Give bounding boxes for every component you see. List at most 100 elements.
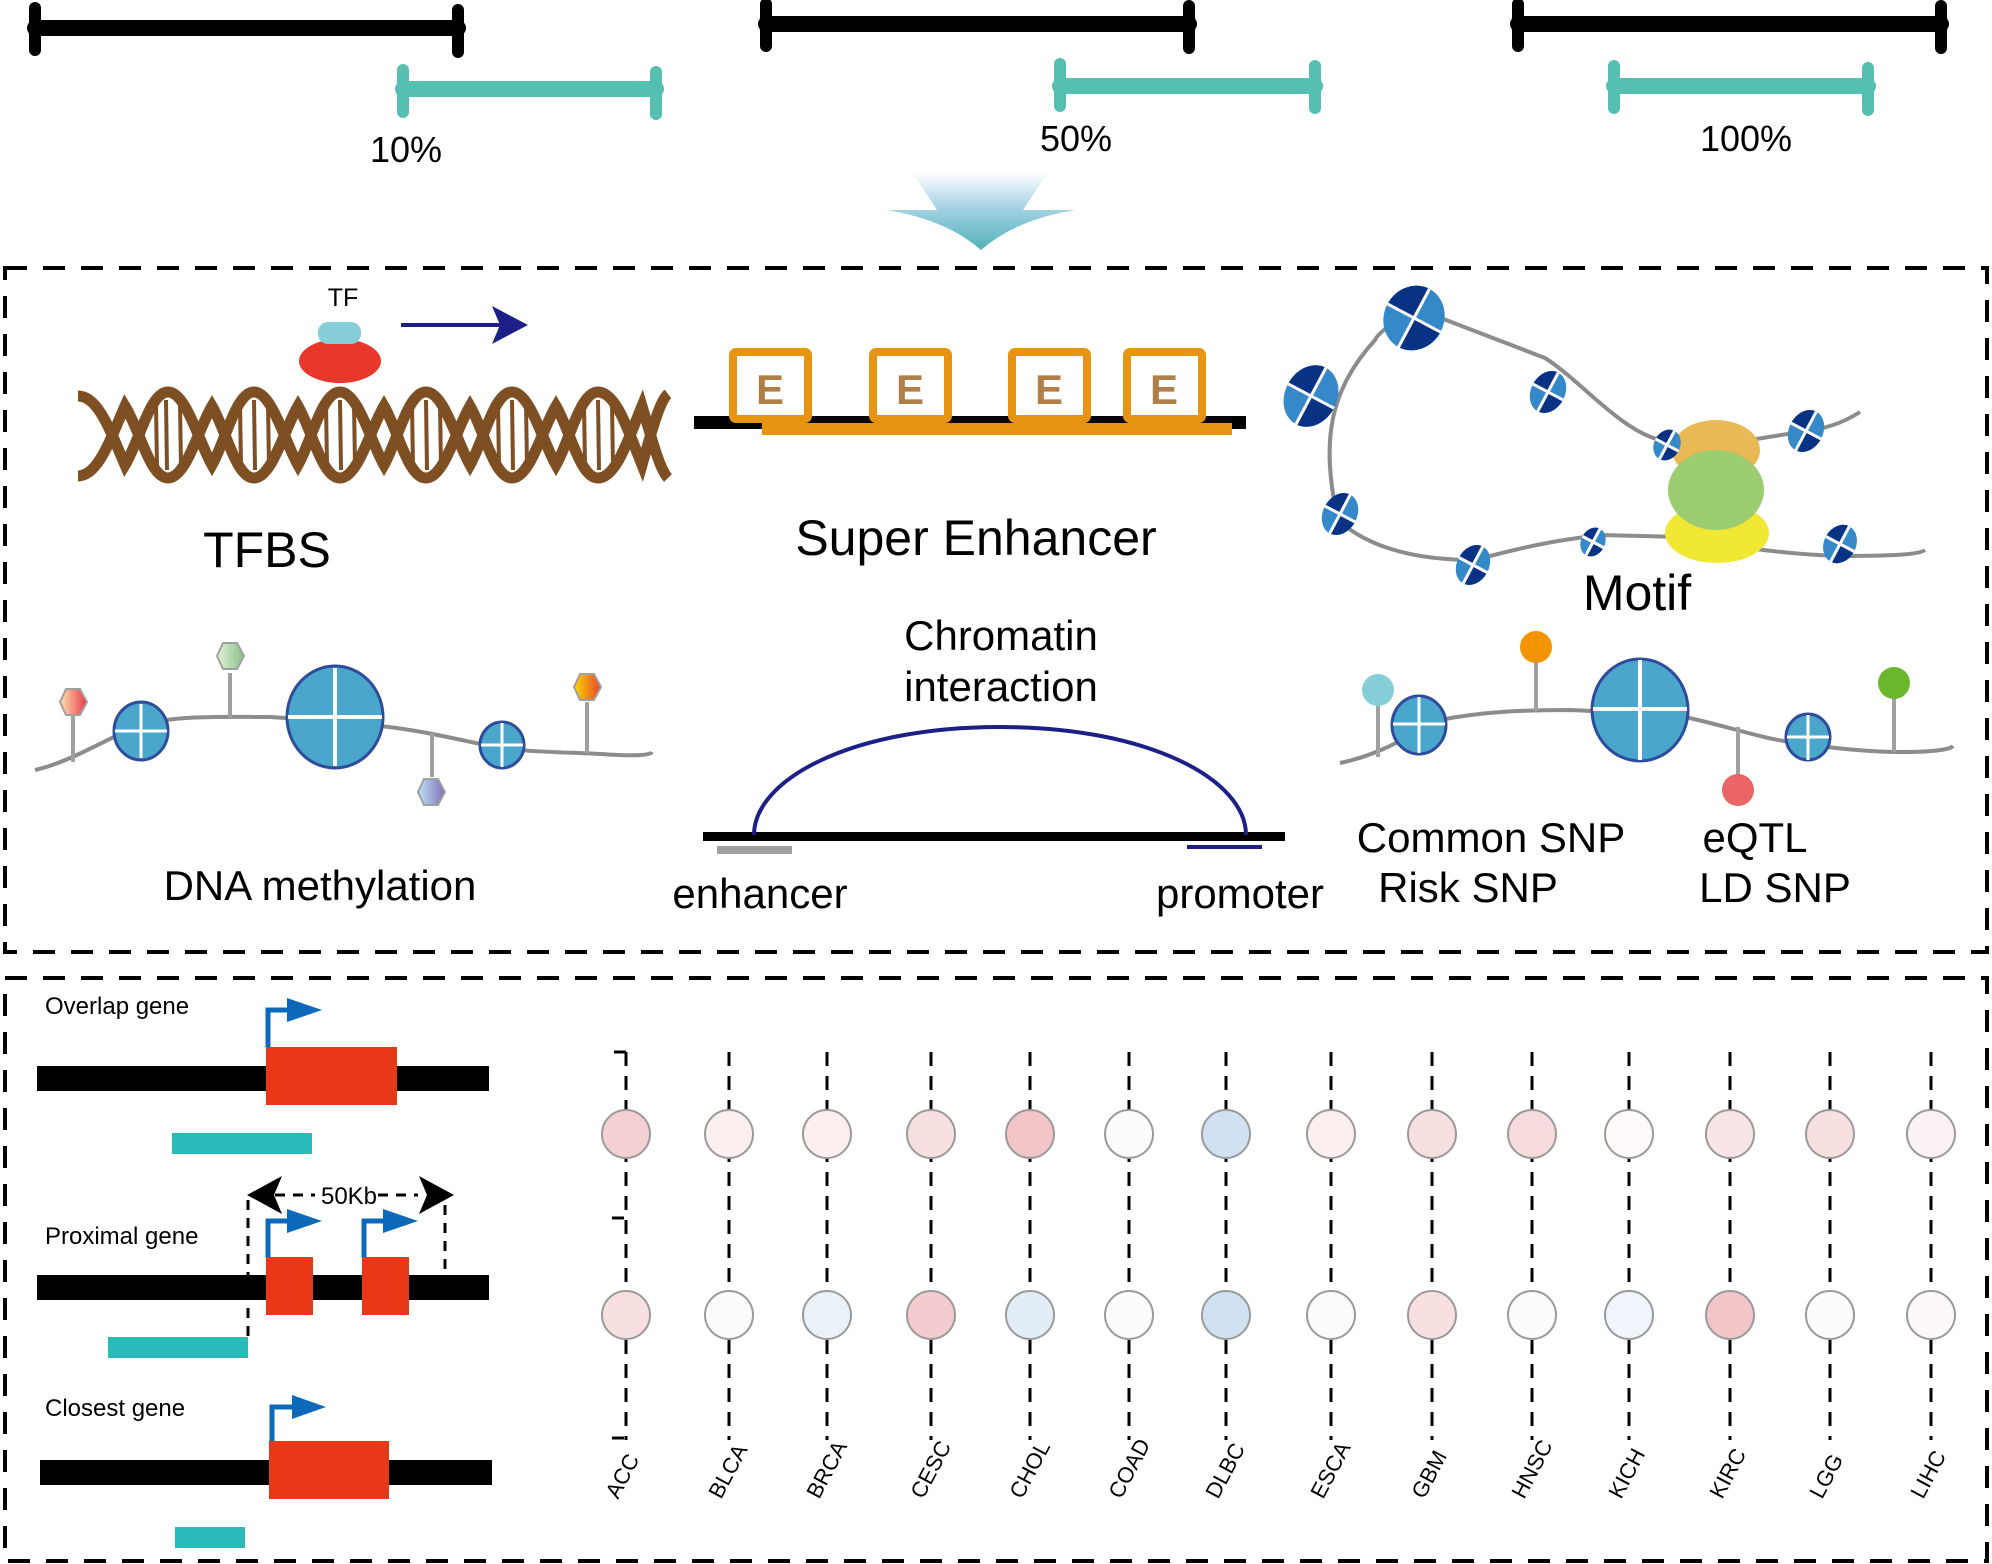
dna-helix-icon [77, 386, 673, 484]
enhancer-box-1: E [729, 348, 812, 423]
snp-lollipop-1 [1362, 674, 1394, 757]
risk-snp-label: Risk SNP [1378, 864, 1558, 911]
motif-title: Motif [1583, 565, 1691, 621]
motif-blob-middle [1668, 450, 1764, 530]
tfbs-illustration: TF TFBS [77, 284, 673, 578]
enhancer-box-2: E [869, 348, 952, 423]
chromosome-line [37, 1275, 489, 1300]
cancer-type-label: COAD [1103, 1434, 1155, 1502]
annotation-panel-border [3, 266, 1989, 954]
heatmap-cell [906, 1109, 956, 1159]
heatmap-cell [1507, 1109, 1557, 1159]
heatmap-cell [1604, 1109, 1654, 1159]
heatmap-cell [1201, 1109, 1251, 1159]
heatmap-cell [906, 1290, 956, 1340]
heatmap-cell [704, 1290, 754, 1340]
overlap-gene-row: Overlap gene [37, 993, 489, 1154]
gene-body [269, 1441, 389, 1499]
heatmap-cell [1705, 1290, 1755, 1340]
snp-lollipop-2 [1520, 631, 1552, 711]
dna-methylation-illustration: DNA methylation [34, 642, 654, 909]
distance-window [246, 1193, 447, 1340]
heatmap-cell [601, 1290, 651, 1340]
heatmap-cell [802, 1290, 852, 1340]
motif-site-icon [1283, 365, 1339, 427]
overlap-label: 100% [1700, 118, 1792, 159]
cancer-type-label: CESC [905, 1437, 956, 1503]
query-bar [1052, 58, 1323, 114]
heatmap-cell [1005, 1109, 1055, 1159]
query-region [108, 1337, 248, 1358]
heatmap-cell [1604, 1290, 1654, 1340]
tss-arrow-icon [265, 998, 322, 1047]
nucleosome-small-1 [112, 700, 170, 762]
heatmap-cell [1906, 1109, 1956, 1159]
region-bar [1510, 0, 1949, 54]
motif-site-icon [1787, 409, 1825, 453]
cancer-type-label: BRCA [801, 1436, 852, 1502]
nucleosome-large [1590, 657, 1690, 763]
tfbs-title: TFBS [203, 522, 331, 578]
tf-label: TF [328, 284, 359, 312]
motif-site-icon [1383, 285, 1445, 351]
cancer-type-label: CHOL [1004, 1437, 1055, 1503]
snp-lollipop-3 [1722, 727, 1754, 806]
heatmap-cell [1104, 1109, 1154, 1159]
heatmap-cell [1906, 1290, 1956, 1340]
tss-arrow-icon [265, 1209, 322, 1257]
enhancer-letter: E [1150, 366, 1178, 413]
chromatin-interaction-illustration: Chromatin interaction enhancer promoter [672, 612, 1324, 917]
chromosome-line [37, 1066, 489, 1091]
heatmap-cell [1407, 1290, 1457, 1340]
methylation-lollipop-4 [572, 673, 603, 753]
dna-base-pairs [154, 399, 615, 471]
heatmap-cell [1805, 1290, 1855, 1340]
row-label: Closest gene [45, 1395, 185, 1422]
gene-panel-border [3, 976, 1989, 1563]
gene-body-2 [362, 1257, 409, 1315]
motif-site-icon [1455, 544, 1491, 586]
snp-lollipop-4 [1878, 667, 1910, 752]
chromatin-title-line2: interaction [904, 663, 1098, 710]
enhancer-box-4: E [1123, 348, 1206, 423]
gene-body-1 [266, 1257, 313, 1315]
enhancer-mark [717, 846, 792, 854]
query-bar [395, 64, 664, 120]
cancer-type-label: KICH [1603, 1444, 1650, 1502]
snp-illustration: Common SNP Risk SNP eQTL LD SNP [1339, 631, 1955, 911]
heatmap-cell [802, 1109, 852, 1159]
cancer-type-label: KIRC [1704, 1444, 1751, 1502]
enhancer-letter: E [1035, 366, 1063, 413]
methylation-lollipop-2 [215, 642, 246, 718]
motif-binding-sites [1283, 285, 1857, 586]
super-enhancer-illustration: E E E E Super Enhancer [694, 348, 1246, 566]
heatmap-cell [1104, 1290, 1154, 1340]
ld-snp-label: LD SNP [1699, 864, 1851, 911]
overlap-label: 50% [1040, 118, 1112, 159]
nucleosome-small-2 [1784, 712, 1832, 762]
closest-gene-row: Closest gene [40, 1395, 492, 1548]
tf-protein-cap [318, 322, 361, 344]
common-snp-label: Common SNP [1357, 814, 1625, 861]
cancer-type-label: ESCA [1305, 1437, 1355, 1502]
chromatin-title-line1: Chromatin [904, 612, 1098, 659]
row-label: Overlap gene [45, 993, 189, 1020]
cancer-type-label: GBM [1406, 1446, 1452, 1502]
methylation-lollipop-1 [58, 688, 89, 762]
query-region [175, 1527, 245, 1548]
eqtl-label: eQTL [1702, 814, 1807, 861]
enhancer-box-3: E [1008, 348, 1091, 423]
overlap-threshold-panel: 10% 50% [27, 0, 1949, 170]
heatmap-cell [1805, 1109, 1855, 1159]
cancer-type-label: LIHC [1905, 1446, 1951, 1502]
dna-methylation-title: DNA methylation [164, 862, 477, 909]
motif-site-icon [1580, 527, 1606, 557]
down-arrow-icon [887, 172, 1075, 250]
promoter-label: promoter [1156, 870, 1324, 917]
proximal-gene-row: Proximal gene 50Kb [37, 1176, 489, 1358]
cancer-type-label: HNSC [1506, 1435, 1557, 1502]
transcription-arrow-icon [401, 306, 528, 344]
heatmap-cell [601, 1109, 651, 1159]
motif-site-icon [1653, 429, 1681, 461]
